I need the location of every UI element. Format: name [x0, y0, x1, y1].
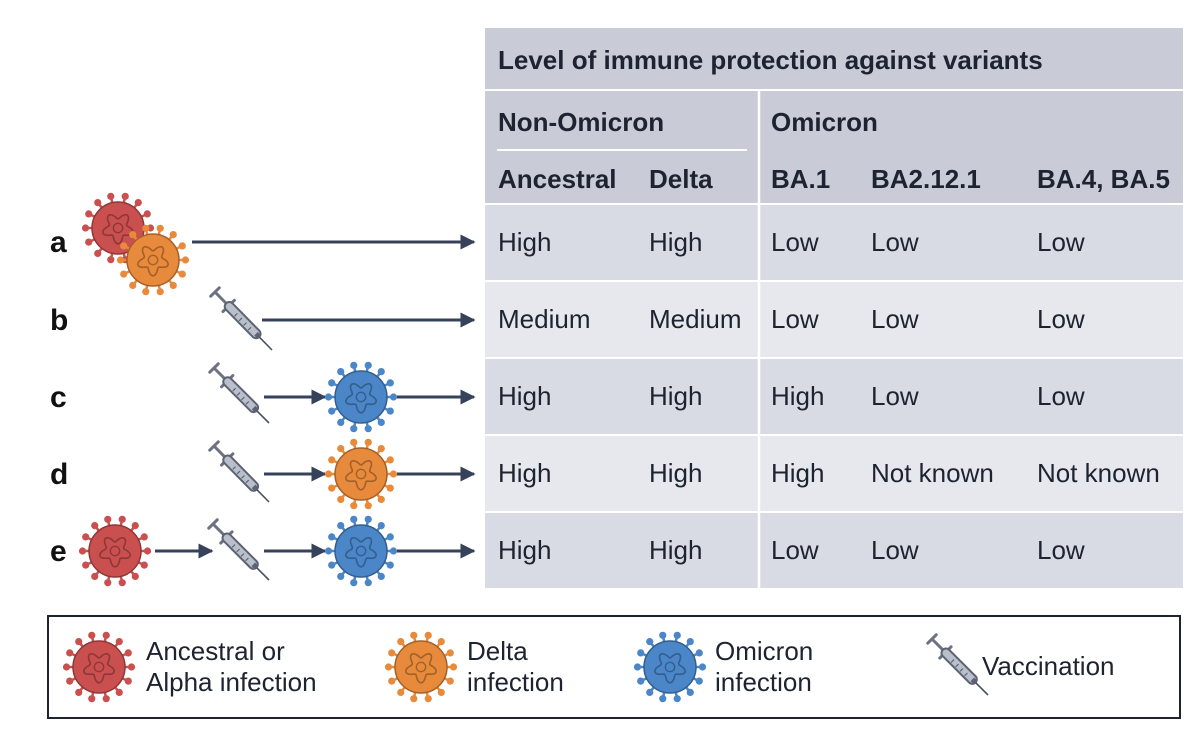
table-row-bg	[485, 282, 1183, 357]
legend-delta-line1: Delta	[467, 636, 528, 666]
table-row-bg	[485, 513, 1183, 588]
legend-delta-line2: infection	[467, 667, 564, 697]
table-header-bg	[485, 28, 1183, 205]
cell-c-ancestral: High	[498, 381, 551, 411]
syringe-icon	[209, 286, 273, 351]
legend-omicron-line1: Omicron	[715, 636, 813, 666]
legend-omicron-line2: infection	[715, 667, 812, 697]
table-title: Level of immune protection against varia…	[498, 45, 1043, 75]
row-letter-a: a	[50, 226, 67, 259]
column-header-ancestral: Ancestral	[498, 164, 617, 194]
row-letter-b: b	[50, 304, 68, 337]
column-header-delta: Delta	[649, 164, 713, 194]
arrows	[155, 234, 476, 559]
legend-box	[47, 615, 1181, 719]
cell-b-ba4-ba5: Low	[1037, 304, 1085, 334]
column-header-ba4-ba5: BA.4, BA.5	[1037, 164, 1170, 194]
group-header-omicron: Omicron	[771, 107, 878, 137]
omicron-virus-icon	[633, 631, 707, 703]
cell-d-ancestral: High	[498, 458, 551, 488]
row-letter-e: e	[50, 535, 67, 568]
table-row-bg	[485, 436, 1183, 511]
cell-d-delta: High	[649, 458, 702, 488]
ancestral-virus-icon	[62, 631, 136, 703]
cell-b-delta: Medium	[649, 304, 741, 334]
syringe-icon	[926, 633, 989, 696]
legend-ancestral-line1: Ancestral or	[146, 636, 285, 666]
legend-ancestral-line2: Alpha infection	[146, 667, 317, 697]
ancestral-virus-icon	[78, 515, 152, 587]
cell-a-ba4-ba5: Low	[1037, 227, 1085, 257]
omicron-virus-icon	[324, 515, 398, 587]
column-header-ba1: BA.1	[771, 164, 830, 194]
syringe-icon	[207, 518, 270, 581]
cell-e-ba4-ba5: Low	[1037, 535, 1085, 565]
cell-a-delta: High	[649, 227, 702, 257]
cell-d-ba1: High	[771, 458, 824, 488]
cell-a-ba2-12-1: Low	[871, 227, 919, 257]
cell-e-ancestral: High	[498, 535, 551, 565]
cell-d-ba4-ba5: Not known	[1037, 458, 1160, 488]
legend-vaccination: Vaccination	[982, 651, 1115, 681]
cell-e-delta: High	[649, 535, 702, 565]
cell-c-ba1: High	[771, 381, 824, 411]
group-header-non-omicron: Non-Omicron	[498, 107, 664, 137]
cell-a-ancestral: High	[498, 227, 551, 257]
table-row-bg	[485, 205, 1183, 280]
syringe-icon	[208, 362, 270, 424]
delta-virus-icon	[116, 224, 190, 296]
delta-virus-icon	[384, 631, 458, 703]
delta-virus-icon	[324, 438, 398, 510]
table-row-bg	[485, 359, 1183, 434]
cell-b-ancestral: Medium	[498, 304, 590, 334]
cell-e-ba1: Low	[771, 535, 819, 565]
cell-c-delta: High	[649, 381, 702, 411]
cell-d-ba2-12-1: Not known	[871, 458, 994, 488]
column-header-ba2-12-1: BA2.12.1	[871, 164, 981, 194]
cell-b-ba1: Low	[771, 304, 819, 334]
cell-c-ba4-ba5: Low	[1037, 381, 1085, 411]
omicron-virus-icon	[324, 361, 398, 433]
cell-a-ba1: Low	[771, 227, 819, 257]
cell-b-ba2-12-1: Low	[871, 304, 919, 334]
legend: Ancestral or Alpha infection Delta infec…	[47, 615, 1181, 719]
cell-c-ba2-12-1: Low	[871, 381, 919, 411]
row-letter-d: d	[50, 458, 68, 491]
syringe-icon	[208, 440, 270, 503]
protection-table: Level of immune protection against varia…	[485, 28, 1183, 590]
cell-e-ba2-12-1: Low	[871, 535, 919, 565]
row-letter-c: c	[50, 381, 67, 414]
